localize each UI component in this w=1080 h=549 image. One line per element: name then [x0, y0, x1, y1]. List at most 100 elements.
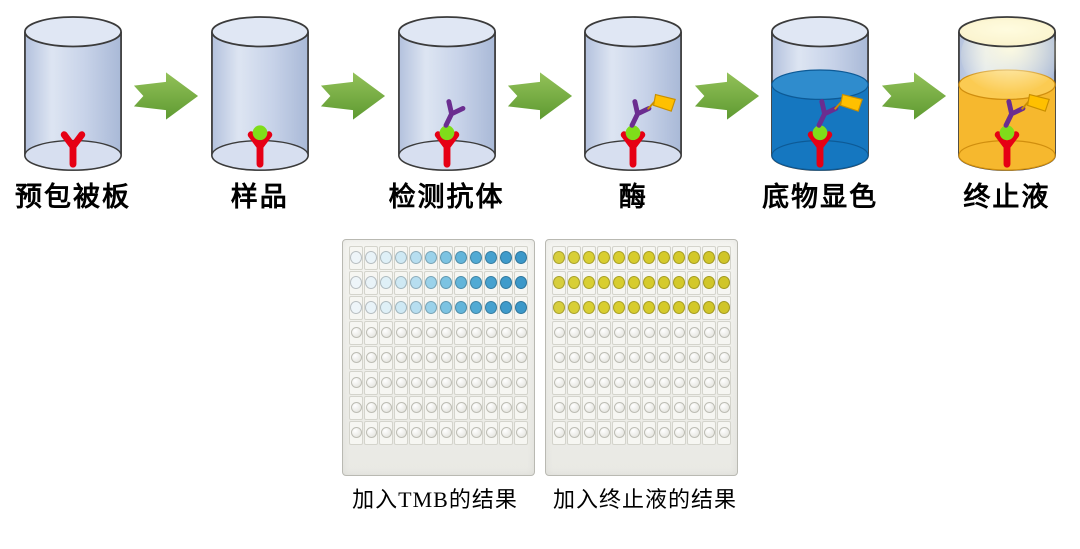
well-cell [672, 320, 686, 345]
arrow-icon [134, 72, 199, 120]
enzyme-flag-icon [1020, 93, 1050, 112]
beaker-icon [771, 16, 870, 171]
plate-well [673, 276, 685, 290]
well-cell [394, 370, 408, 395]
plate-well [658, 276, 670, 290]
capture-antibody-icon [247, 131, 273, 168]
plate-well [643, 427, 655, 439]
well-cell [612, 345, 626, 370]
plate-well [470, 352, 482, 364]
plate-well [718, 427, 730, 439]
well-cell [567, 320, 581, 345]
plate-well [410, 301, 422, 315]
plate-well [410, 427, 422, 439]
plate-well [455, 327, 467, 339]
plate-well [628, 377, 640, 389]
well-cell [597, 370, 611, 395]
rim-glow [961, 19, 1053, 45]
plate-well [380, 276, 392, 290]
plate-well [598, 352, 610, 364]
flow-step: 检测抗体 [388, 12, 506, 213]
plate-well [703, 276, 715, 290]
detection-antibody-icon [443, 99, 465, 128]
flow-step: 酶 [574, 12, 692, 213]
plate-well [568, 301, 580, 315]
step-label: 检测抗体 [388, 182, 505, 212]
well-cell [567, 270, 581, 295]
plate-well [515, 402, 527, 414]
well-cell [439, 420, 453, 445]
plate-well [515, 276, 527, 290]
plate-well [365, 301, 377, 315]
well-cell [394, 295, 408, 320]
well-cell [499, 320, 513, 345]
well-cell [642, 370, 656, 395]
well-cell [672, 345, 686, 370]
well-cell [439, 395, 453, 420]
plate-well [365, 402, 377, 414]
well-cell [439, 295, 453, 320]
beaker-icon [584, 16, 683, 171]
plate-well [350, 276, 362, 290]
well-cell [567, 395, 581, 420]
well-cell [627, 345, 641, 370]
plate-well [673, 301, 685, 315]
plate-well [583, 427, 595, 439]
well-cell [469, 245, 483, 270]
flow-arrow [881, 70, 947, 127]
plate-well [410, 352, 422, 364]
well-cell [409, 395, 423, 420]
well-cell [484, 245, 498, 270]
well-cell [514, 295, 528, 320]
well-grid [552, 245, 731, 445]
plate-well [658, 402, 670, 414]
step-label: 样品 [230, 182, 289, 212]
plate-well [568, 276, 580, 290]
beaker-icon [957, 16, 1058, 171]
plate-well [425, 327, 437, 339]
flow-arrow [507, 70, 573, 127]
well-cell [439, 245, 453, 270]
plate-well [658, 327, 670, 339]
well-cell [642, 245, 656, 270]
plate-well [410, 251, 422, 265]
plate-well [395, 427, 407, 439]
well-cell [627, 295, 641, 320]
well-cell [364, 420, 378, 445]
well-cell [642, 345, 656, 370]
plate-well [703, 327, 715, 339]
well-cell [702, 295, 716, 320]
step-label: 预包被板 [15, 182, 131, 212]
plate-well [583, 276, 595, 290]
plate-well [703, 402, 715, 414]
beaker-rim [397, 16, 496, 48]
well-cell [454, 245, 468, 270]
plate-well [410, 327, 422, 339]
well-cell [717, 245, 731, 270]
well-cell [612, 270, 626, 295]
well-cell [349, 345, 363, 370]
plate-well [703, 427, 715, 439]
well-cell [717, 370, 731, 395]
plate-well [718, 327, 730, 339]
plate-well [643, 301, 655, 315]
plate-well [470, 276, 482, 290]
plate-well [643, 276, 655, 290]
plate-well [583, 327, 595, 339]
well-cell [687, 245, 701, 270]
well-cell [612, 370, 626, 395]
well-cell [454, 420, 468, 445]
well-cell [552, 345, 566, 370]
well-cell [514, 245, 528, 270]
well-cell [672, 370, 686, 395]
capture-antibody-icon [60, 131, 86, 168]
plate-well [395, 402, 407, 414]
well-cell [379, 320, 393, 345]
well-cell [567, 370, 581, 395]
plate-well [598, 327, 610, 339]
plate-well [553, 377, 565, 389]
well-cell [582, 420, 596, 445]
well-cell [454, 345, 468, 370]
capture-antibody-icon [621, 131, 646, 168]
well-cell [394, 320, 408, 345]
